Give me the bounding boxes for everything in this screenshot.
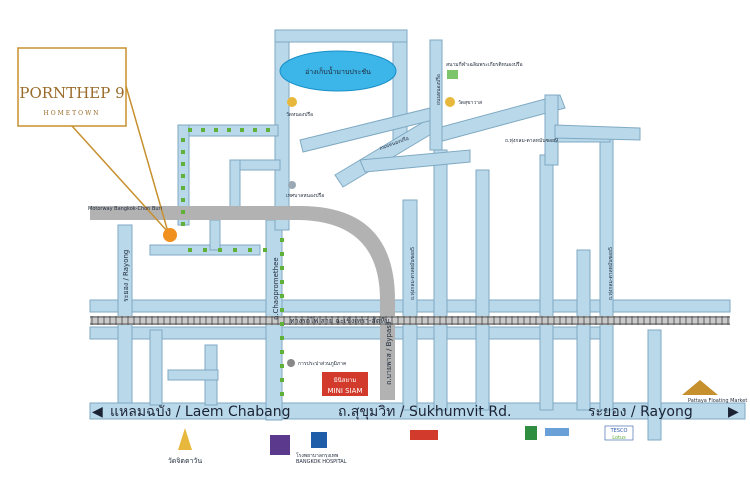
mini-siam-logo: มินิสยาม MINI SIAM — [322, 372, 368, 396]
nongpru-road-label: ถนนหนองปรือ — [435, 74, 442, 105]
street-label-2: ถ.ทุ่งกลม-ตาลหมันซอย5 — [608, 247, 614, 300]
route-arrow — [280, 336, 284, 340]
route-arrow — [280, 252, 284, 256]
route-arrow — [218, 248, 222, 252]
arrow-left-glyph: ◀ — [92, 404, 103, 420]
route-arrow — [280, 350, 284, 354]
route-arrow — [188, 248, 192, 252]
svg-text:Pattaya Floating Market: Pattaya Floating Market — [688, 398, 747, 404]
rayong-right-label: ระยอง / Rayong — [588, 404, 693, 420]
route-arrow — [181, 186, 185, 190]
railway-label: ทางรถไฟ สาย ฉะเชิงเทรา-สัตหีบ — [290, 316, 389, 325]
bigc-logo — [525, 426, 537, 440]
tesco-lotus-logo: TESCO Lotus — [604, 425, 634, 441]
chaopromethee-label: ถ.Chaopromethee — [272, 257, 280, 320]
office-icon — [288, 181, 296, 189]
route-arrow — [181, 138, 185, 142]
floating-market-icon: Pattaya Floating Market — [682, 380, 747, 404]
route-arrow — [233, 248, 237, 252]
svg-text:Lotus: Lotus — [612, 435, 626, 441]
store-logo — [545, 428, 569, 436]
route-arrow — [240, 128, 244, 132]
road-network — [89, 29, 746, 441]
route-arrow — [280, 364, 284, 368]
bank-logo — [270, 435, 290, 455]
route-arrow — [181, 210, 185, 214]
laem-chabang-label: แหลมฉบัง / Laem Chabang — [110, 404, 290, 420]
logo-title: PORNTHEP 9 — [19, 84, 124, 102]
office-label: เทศบาลหนองปรือ — [286, 192, 324, 199]
motorway-label: Motorway Bangkok-Chon Buri — [88, 206, 162, 212]
sukhumvit-label: ถ.สุขุมวิท / Sukhumvit Rd. — [338, 404, 511, 420]
route-arrow — [214, 128, 218, 132]
svg-text:โรงพยาบาลกรุงเทพ: โรงพยาบาลกรุงเทพ — [296, 452, 338, 459]
svg-text:BANGKOK HOSPITAL: BANGKOK HOSPITAL — [296, 459, 347, 465]
svg-text:TESCO: TESCO — [610, 428, 628, 434]
route-arrows — [181, 128, 284, 396]
arrow-right-glyph: ▶ — [728, 404, 739, 420]
bypass-label: ถ.บายพาส / Bypass — [385, 321, 393, 385]
temple-chittawan-label: วัดจิตตาวัน — [168, 457, 203, 465]
rayong-left-label: ระยอง / Rayong — [122, 250, 130, 302]
route-arrow — [280, 322, 284, 326]
waterworks-icon — [287, 359, 295, 367]
route-arrow — [227, 128, 231, 132]
logo-subtitle: HOMETOWN — [43, 110, 100, 117]
route-arrow — [181, 162, 185, 166]
route-arrow — [181, 150, 185, 154]
motorway-road — [90, 206, 395, 400]
route-arrow — [181, 222, 185, 226]
waterworks-label: การประปาส่วนภูมิภาค — [298, 360, 346, 367]
temple-nongpru-label: วัดหนองปรือ — [286, 111, 313, 118]
temple-icon-sukhawat — [445, 97, 455, 107]
route-arrow — [248, 248, 252, 252]
logo: PORNTHEP 9 HOMETOWN — [17, 47, 169, 233]
route-arrow — [266, 128, 270, 132]
route-arrow — [280, 378, 284, 382]
project-location-marker — [163, 228, 177, 242]
route-arrow — [181, 198, 185, 202]
route-arrow — [201, 128, 205, 132]
route-arrow — [188, 128, 192, 132]
stadium-label: สนามกีฬาเฉลิมพระเกียรติหนองปรือ — [446, 61, 523, 68]
route-arrow — [280, 392, 284, 396]
route-arrow — [280, 266, 284, 270]
route-arrow — [280, 308, 284, 312]
reservoir-lake — [279, 50, 397, 92]
bangkok-hospital-logo: โรงพยาบาลกรุงเทพ BANGKOK HOSPITAL — [296, 432, 347, 465]
route-arrow — [280, 280, 284, 284]
street-label-1: ถ.ทุ่งกลม-ตาลหมันซอย5 — [410, 247, 416, 300]
route-arrow — [280, 294, 284, 298]
railway-line — [90, 316, 730, 325]
route-arrow — [253, 128, 257, 132]
temple-chittawan-icon — [178, 428, 192, 450]
reservoir-label: อ่างเก็บน้ำมาบประชัน — [305, 65, 371, 76]
svg-text:MINI SIAM: MINI SIAM — [328, 387, 363, 395]
floating-market-logo — [410, 430, 438, 440]
route-arrow — [280, 238, 284, 242]
route-arrow — [203, 248, 207, 252]
temple-icon-nongpru — [287, 97, 297, 107]
route-arrow — [263, 248, 267, 252]
tukkom-label: ถ.ทุ่งกลม-ตาลหมันซอย9 — [505, 138, 558, 144]
stadium-icon — [447, 70, 458, 79]
route-arrow — [181, 174, 185, 178]
svg-text:มินิสยาม: มินิสยาม — [334, 377, 357, 384]
temple-sukhawat-label: วัดสุขาวาส — [458, 100, 482, 106]
railway-ties — [91, 316, 729, 325]
